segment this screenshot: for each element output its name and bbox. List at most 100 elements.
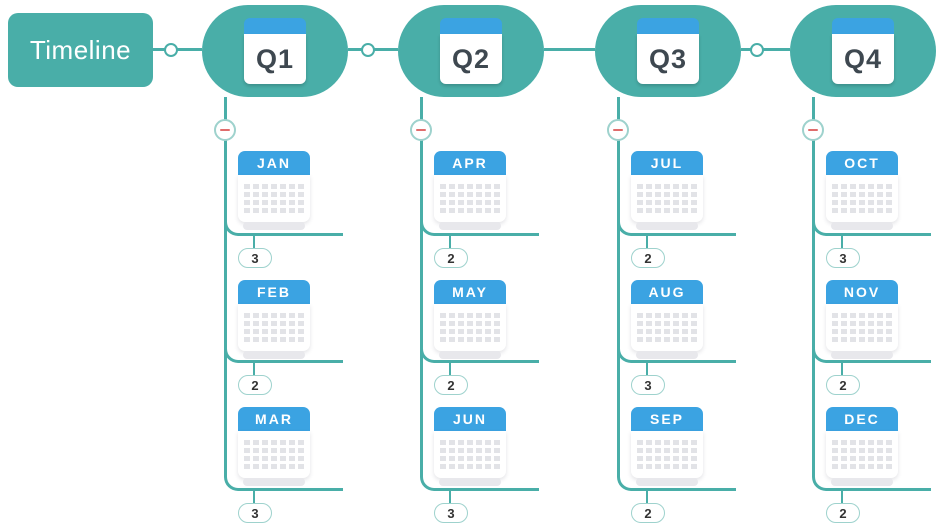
- month-node-mar[interactable]: MAR: [238, 407, 310, 486]
- quarter-node-q3[interactable]: Q3: [595, 5, 741, 97]
- count-badge[interactable]: 2: [631, 503, 665, 523]
- count-value: 2: [447, 250, 455, 266]
- calendar-grid: [832, 184, 892, 213]
- count-badge[interactable]: 3: [826, 248, 860, 268]
- month-label: JUN: [434, 407, 506, 431]
- branch-line: [812, 97, 815, 477]
- calendar-base: [439, 478, 501, 486]
- count-badge[interactable]: 3: [631, 375, 665, 395]
- month-label: OCT: [826, 151, 898, 175]
- month-node-nov[interactable]: NOV: [826, 280, 898, 359]
- minus-icon: [416, 128, 426, 132]
- connector-dot-icon[interactable]: [164, 43, 178, 57]
- calendar-icon: [434, 431, 506, 478]
- quarter-column-q1: JAN 3 FEB 2 MAR 3: [214, 0, 364, 532]
- branch-line: [841, 491, 843, 503]
- branch-line: [646, 491, 648, 503]
- calendar-grid: [244, 313, 304, 342]
- quarter-column-q3: JUL 2 AUG 3 SEP 2: [607, 0, 757, 532]
- count-badge[interactable]: 2: [434, 375, 468, 395]
- calendar-icon: Q1: [244, 18, 306, 84]
- calendar-icon: [238, 175, 310, 222]
- calendar-icon: [238, 304, 310, 351]
- count-value: 2: [839, 377, 847, 393]
- branch-line: [812, 468, 931, 491]
- month-label: NOV: [826, 280, 898, 304]
- branch-line: [253, 363, 255, 375]
- month-node-may[interactable]: MAY: [434, 280, 506, 359]
- calendar-grid: [637, 184, 697, 213]
- quarter-column-q4: OCT 3 NOV 2 DEC 2: [802, 0, 945, 532]
- calendar-grid: [244, 184, 304, 213]
- collapse-button[interactable]: [607, 119, 629, 141]
- calendar-header: [637, 18, 699, 34]
- calendar-grid: [244, 440, 304, 469]
- collapse-button[interactable]: [802, 119, 824, 141]
- branch-line: [617, 97, 620, 477]
- calendar-base: [636, 478, 698, 486]
- calendar-base: [636, 351, 698, 359]
- count-badge[interactable]: 3: [238, 503, 272, 523]
- quarter-node-q2[interactable]: Q2: [398, 5, 544, 97]
- connector-dot-icon[interactable]: [750, 43, 764, 57]
- calendar-base: [831, 478, 893, 486]
- month-node-dec[interactable]: DEC: [826, 407, 898, 486]
- quarter-label: Q3: [637, 34, 699, 84]
- month-node-jul[interactable]: JUL: [631, 151, 703, 230]
- quarter-label: Q1: [244, 34, 306, 84]
- minus-icon: [808, 128, 818, 132]
- branch-line: [224, 468, 343, 491]
- branch-line: [841, 363, 843, 375]
- connector-dot-icon[interactable]: [361, 43, 375, 57]
- quarter-node-q1[interactable]: Q1: [202, 5, 348, 97]
- month-node-sep[interactable]: SEP: [631, 407, 703, 486]
- month-node-jan[interactable]: JAN: [238, 151, 310, 230]
- branch-line: [253, 236, 255, 248]
- collapse-button[interactable]: [410, 119, 432, 141]
- timeline-title: Timeline: [29, 34, 132, 65]
- month-label: SEP: [631, 407, 703, 431]
- month-label: MAR: [238, 407, 310, 431]
- calendar-base: [243, 351, 305, 359]
- branch-line: [420, 468, 539, 491]
- calendar-grid: [832, 313, 892, 342]
- count-value: 2: [839, 505, 847, 521]
- month-label: DEC: [826, 407, 898, 431]
- calendar-icon: [631, 175, 703, 222]
- calendar-header: [832, 18, 894, 34]
- calendar-base: [243, 478, 305, 486]
- count-badge[interactable]: 2: [826, 503, 860, 523]
- calendar-base: [636, 222, 698, 230]
- count-badge[interactable]: 3: [434, 503, 468, 523]
- timeline-root-node[interactable]: Timeline: [8, 13, 153, 87]
- count-badge[interactable]: 2: [434, 248, 468, 268]
- count-value: 3: [447, 505, 455, 521]
- month-label: JAN: [238, 151, 310, 175]
- month-node-oct[interactable]: OCT: [826, 151, 898, 230]
- quarter-node-q4[interactable]: Q4: [790, 5, 936, 97]
- branch-line: [812, 340, 931, 363]
- count-badge[interactable]: 2: [631, 248, 665, 268]
- branch-line: [617, 468, 736, 491]
- count-value: 3: [839, 250, 847, 266]
- month-node-feb[interactable]: FEB: [238, 280, 310, 359]
- count-badge[interactable]: 2: [238, 375, 272, 395]
- calendar-icon: Q3: [637, 18, 699, 84]
- month-node-jun[interactable]: JUN: [434, 407, 506, 486]
- calendar-grid: [440, 184, 500, 213]
- calendar-grid: [440, 313, 500, 342]
- branch-line: [224, 213, 343, 236]
- calendar-header: [440, 18, 502, 34]
- count-badge[interactable]: 3: [238, 248, 272, 268]
- calendar-base: [243, 222, 305, 230]
- calendar-icon: [434, 175, 506, 222]
- month-node-aug[interactable]: AUG: [631, 280, 703, 359]
- count-value: 3: [251, 505, 259, 521]
- count-value: 2: [644, 250, 652, 266]
- month-node-apr[interactable]: APR: [434, 151, 506, 230]
- count-badge[interactable]: 2: [826, 375, 860, 395]
- collapse-button[interactable]: [214, 119, 236, 141]
- month-label: AUG: [631, 280, 703, 304]
- branch-line: [420, 97, 423, 477]
